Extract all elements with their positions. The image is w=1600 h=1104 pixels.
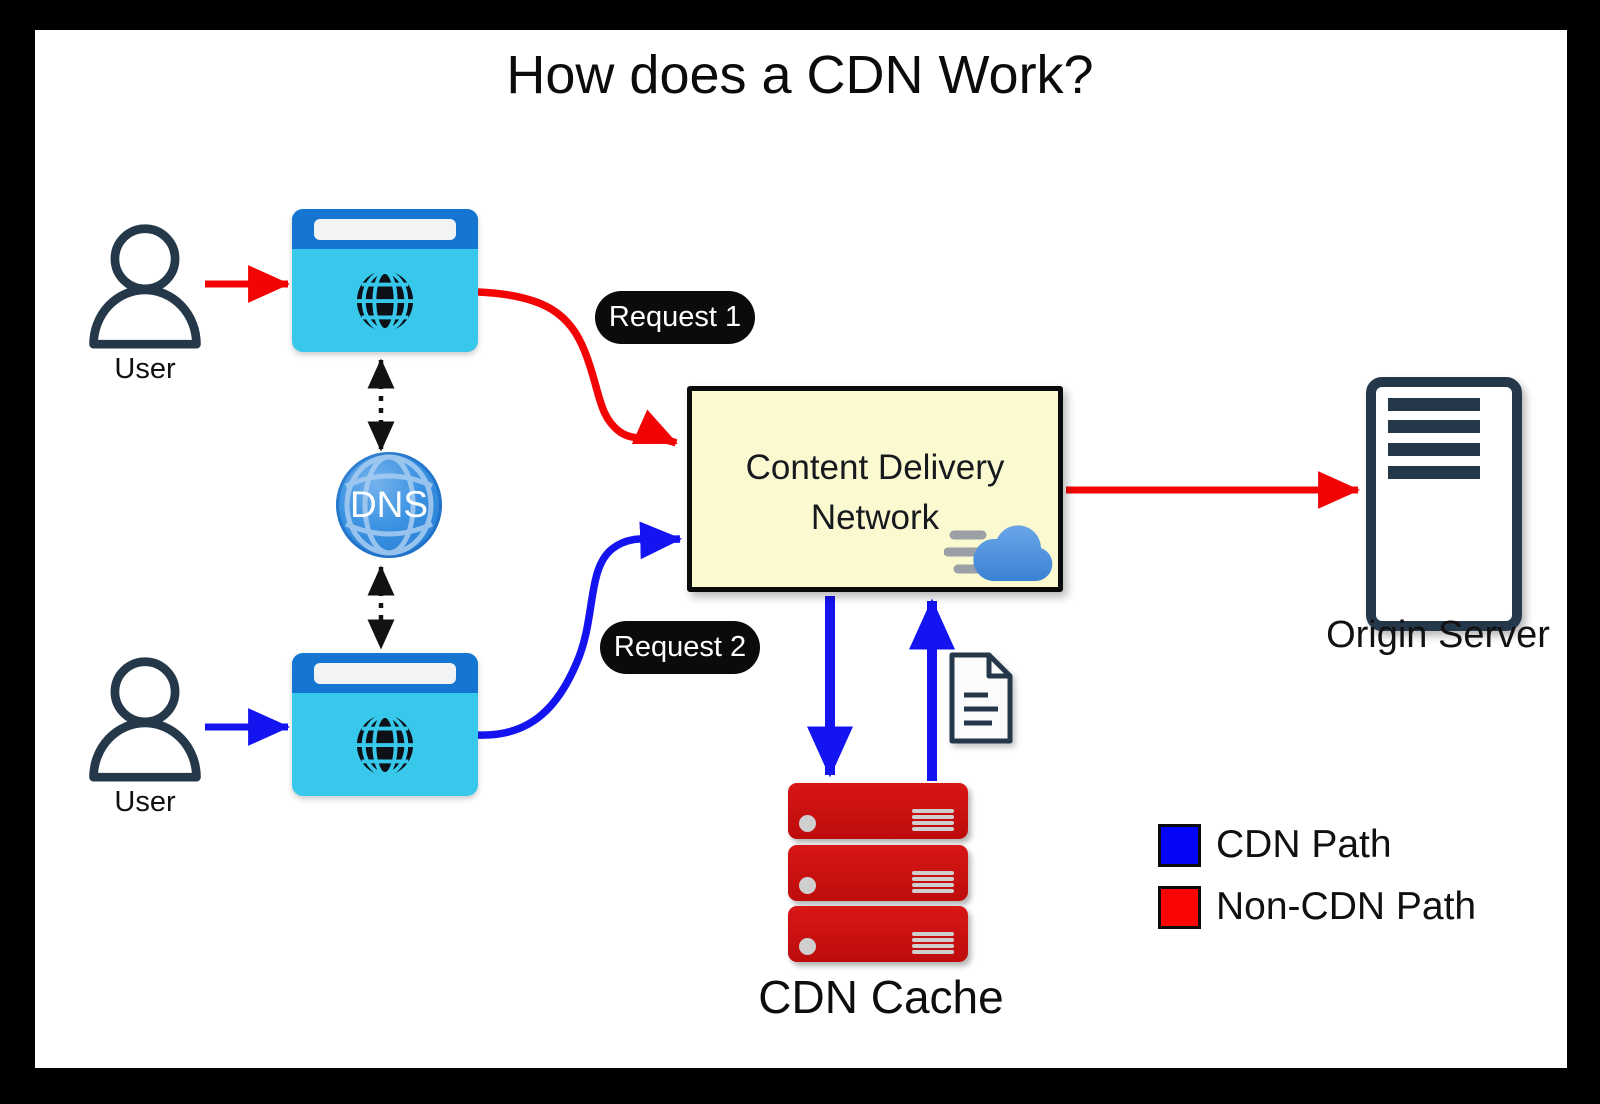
address-bar [314, 662, 456, 684]
browser-viewport [292, 249, 478, 352]
user-top: User [80, 220, 210, 386]
cdn-cache-label: CDN Cache [758, 971, 1004, 1023]
globe-icon [355, 713, 415, 776]
browser-titlebar [292, 653, 478, 693]
browser-titlebar [292, 209, 478, 249]
browser1-to-cdn-request1-arrow [477, 288, 678, 447]
cached-document [949, 652, 1013, 744]
server-vents [912, 807, 954, 831]
browser-bottom [292, 653, 478, 796]
cdn-path-swatch [1158, 823, 1201, 867]
globe-icon [355, 269, 415, 332]
server-vents [912, 930, 954, 954]
server-slot [1388, 420, 1480, 433]
cache-server [788, 906, 968, 962]
dns-label: DNS [349, 484, 429, 525]
browser-viewport [292, 693, 478, 796]
dns-globe-icon [344, 454, 434, 556]
request1-badge: Request 1 [595, 291, 755, 344]
cache-server [788, 783, 968, 839]
request2-badge: Request 2 [600, 621, 760, 674]
origin-server-node [1366, 377, 1522, 631]
non-cdn-path-swatch [1158, 885, 1201, 929]
server-vents [912, 869, 954, 893]
browser-top [292, 209, 478, 352]
user-bottom: User [80, 653, 210, 819]
legend-item-non-cdn-path: Non-CDN Path [1158, 885, 1477, 929]
page-title: How does a CDN Work? [506, 45, 1094, 105]
server-slot [1388, 398, 1480, 411]
cdn-path-label: CDN Path [1216, 823, 1392, 866]
user-bottom-label: User [114, 786, 176, 818]
cloud-icon [944, 525, 1053, 581]
cdn-label-line2: Network [810, 497, 940, 537]
server-led [799, 877, 816, 894]
server-led [799, 815, 816, 832]
browser2-to-cdn-request2-arrow [477, 521, 683, 739]
server-slot [1388, 443, 1480, 456]
legend-item-cdn-path: CDN Path [1158, 823, 1392, 867]
non-cdn-path-label: Non-CDN Path [1216, 885, 1477, 928]
server-led [799, 938, 816, 955]
server-slot [1388, 466, 1480, 479]
cdn-label: Content Delivery Network [692, 443, 1058, 542]
user-icon [89, 224, 201, 349]
address-bar [314, 218, 456, 240]
cdn-label-line1: Content Delivery [745, 448, 1005, 487]
document-icon [949, 652, 1013, 744]
cdn-node: Content Delivery Network [687, 386, 1063, 592]
cache-server [788, 845, 968, 901]
dns-node: DNS [336, 452, 442, 558]
user-icon [89, 657, 201, 782]
origin-server-label: Origin Server [1326, 614, 1550, 656]
user-top-label: User [114, 353, 176, 385]
